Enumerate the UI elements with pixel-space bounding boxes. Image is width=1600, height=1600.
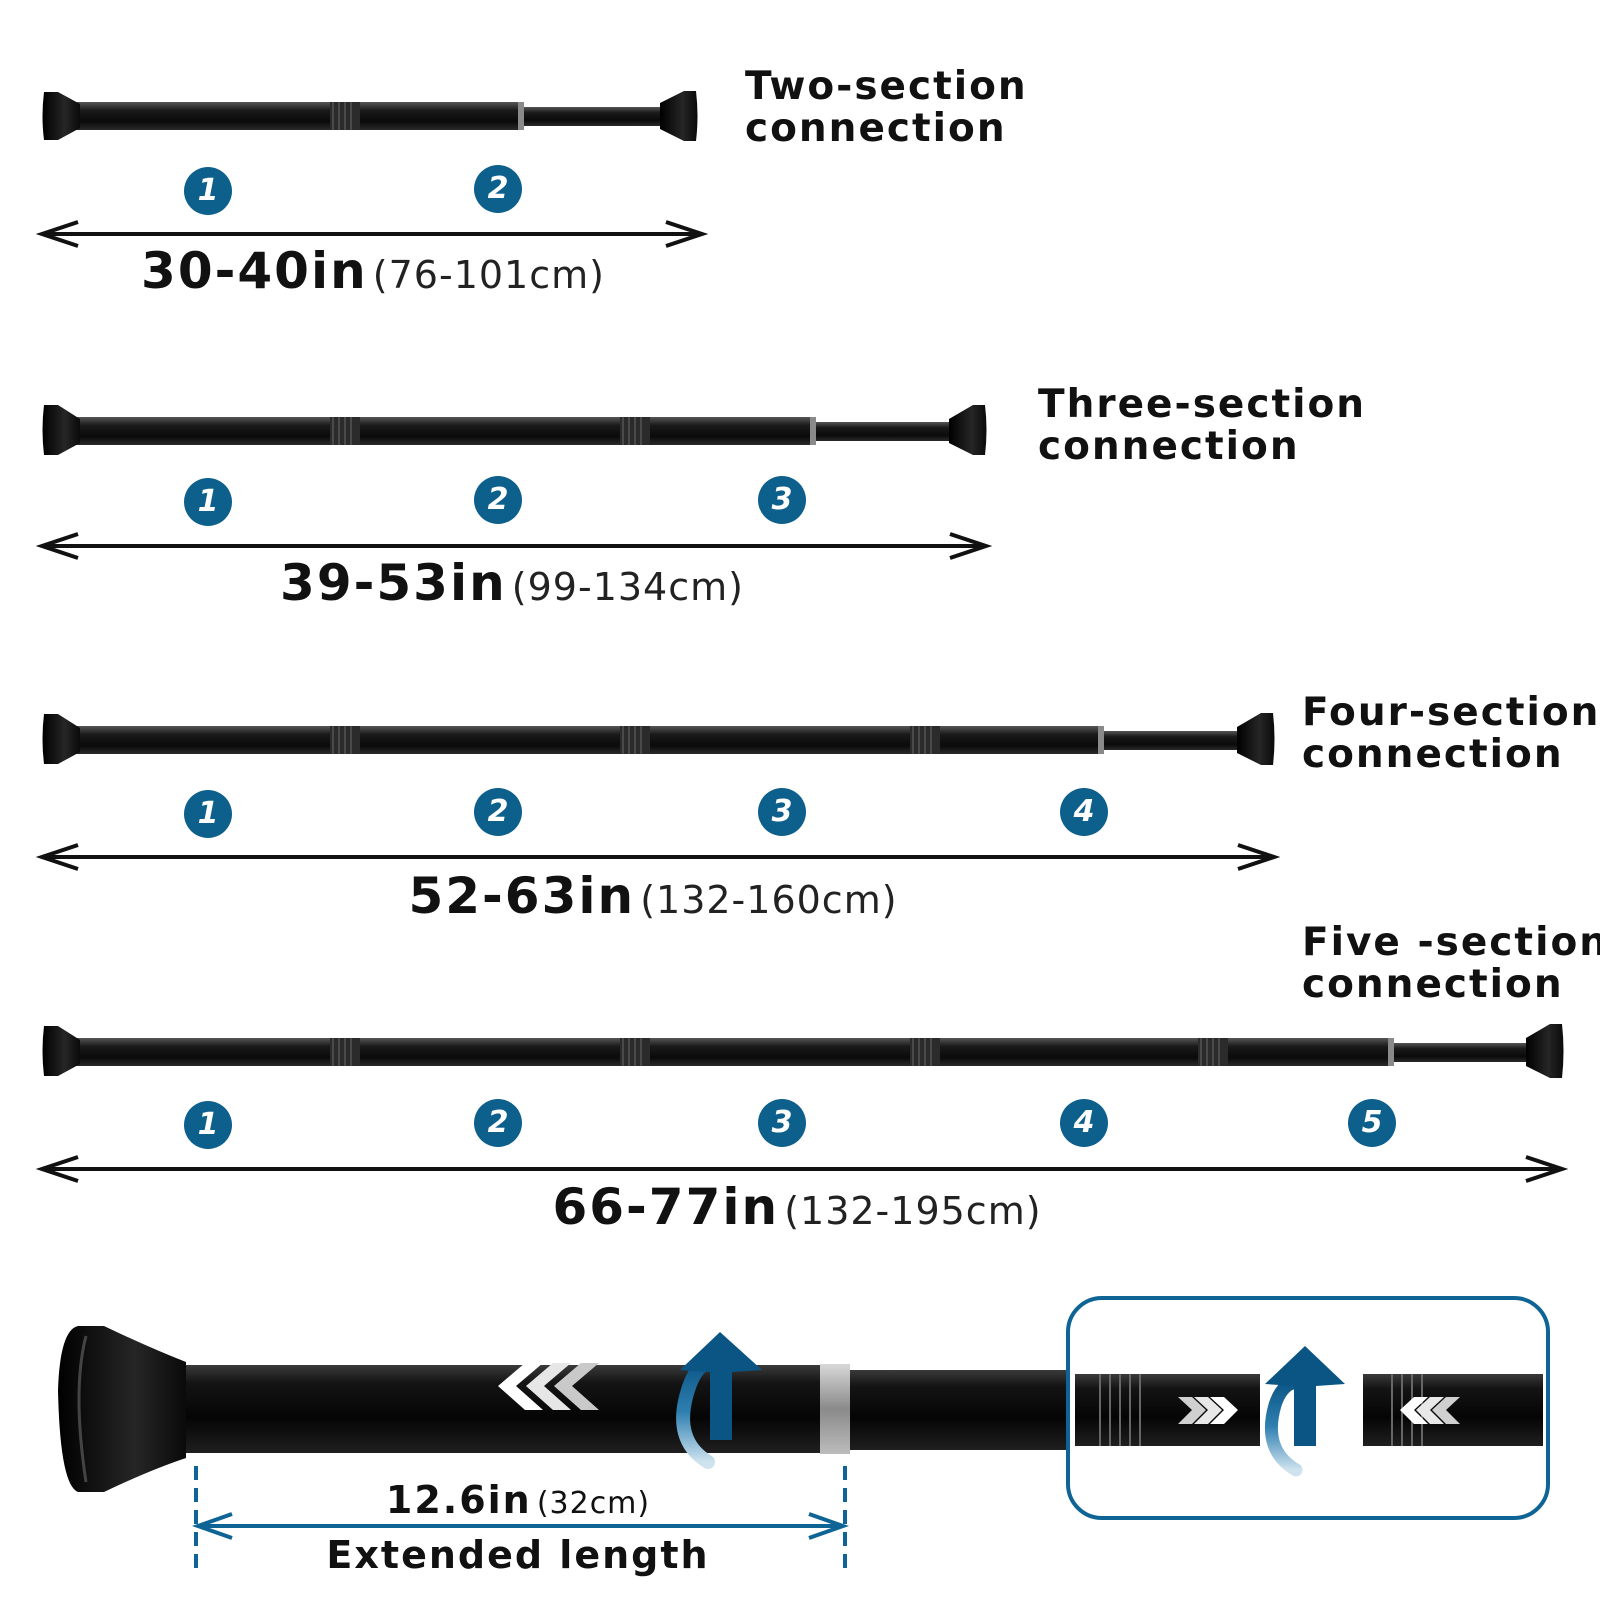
dimension-arrow-4 [35, 1155, 1569, 1183]
section-4-range-in: 66-77in [552, 1178, 780, 1236]
section-3-range-cm: (132-160cm) [640, 878, 898, 922]
rotate-arrow-icon [676, 1332, 762, 1469]
section-2-title: Three-section connection [1038, 384, 1366, 468]
section-2-title-line2: connection [1038, 424, 1300, 469]
extended-length-in: 12.6in [385, 1478, 532, 1522]
section-2-badge-2: 2 [474, 476, 522, 524]
extended-length-dimension [191, 1466, 850, 1572]
section-3-range-in: 52-63in [408, 867, 636, 925]
section-4-badge-2: 2 [474, 1099, 522, 1147]
section-2-range-cm: (99-134cm) [511, 565, 744, 609]
rod-four-section [42, 713, 1275, 765]
rod-three-section [42, 405, 987, 455]
rotate-arrow-small-icon [1265, 1346, 1345, 1477]
section-4-title-line1: Five -section [1302, 920, 1600, 965]
section-2-range: 39-53in (99-134cm) [280, 554, 744, 612]
section-1-range-in: 30-40in [141, 242, 368, 300]
section-1-range: 30-40in (76-101cm) [141, 242, 605, 300]
section-3-title: Four-section connection [1302, 692, 1600, 776]
extended-length-caption: Extended length [326, 1533, 710, 1577]
section-1-title-line1: Two-section [745, 64, 1028, 109]
section-4-badge-1: 1 [184, 1101, 232, 1149]
section-2-badge-1: 1 [184, 478, 232, 526]
section-4-badge-4: 4 [1060, 1099, 1108, 1147]
section-3-badge-2: 2 [474, 788, 522, 836]
section-2-badge-3: 3 [758, 476, 806, 524]
section-4-title: Five -section connection [1302, 922, 1600, 1006]
section-1-title: Two-section connection [745, 66, 1028, 150]
chevron-left-small-icon [1400, 1397, 1460, 1424]
extended-length-value: 12.6in (32cm) [386, 1478, 650, 1522]
rod-two-section [42, 91, 698, 141]
section-1-title-line2: connection [745, 106, 1007, 151]
connection-detail-inset [1066, 1296, 1550, 1520]
section-3-title-line1: Four-section [1302, 690, 1600, 735]
section-4-title-line2: connection [1302, 962, 1564, 1007]
dimension-arrow-3 [35, 843, 1281, 871]
section-1-badge-2: 2 [474, 165, 522, 213]
section-2-title-line1: Three-section [1038, 382, 1367, 427]
dimension-arrow-1 [35, 220, 709, 248]
section-3-badge-4: 4 [1060, 788, 1108, 836]
rod-five-section [42, 1024, 1564, 1078]
section-4-range-cm: (132-195cm) [784, 1189, 1042, 1233]
section-3-badge-1: 1 [184, 790, 232, 838]
section-4-badge-3: 3 [758, 1099, 806, 1147]
section-3-badge-3: 3 [758, 788, 806, 836]
section-3-range: 52-63in (132-160cm) [408, 867, 897, 925]
section-2-range-in: 39-53in [280, 554, 507, 612]
extended-length-cm: (32cm) [536, 1486, 651, 1521]
chevron-left-arrows-icon [498, 1363, 599, 1410]
section-3-title-line2: connection [1302, 732, 1564, 777]
section-4-range: 66-77in (132-195cm) [552, 1178, 1041, 1236]
section-4-badge-5: 5 [1348, 1099, 1396, 1147]
chevron-right-arrows-icon [1178, 1397, 1238, 1424]
dimension-arrow-2 [35, 532, 993, 560]
section-1-badge-1: 1 [184, 167, 232, 215]
section-1-range-cm: (76-101cm) [372, 253, 605, 297]
